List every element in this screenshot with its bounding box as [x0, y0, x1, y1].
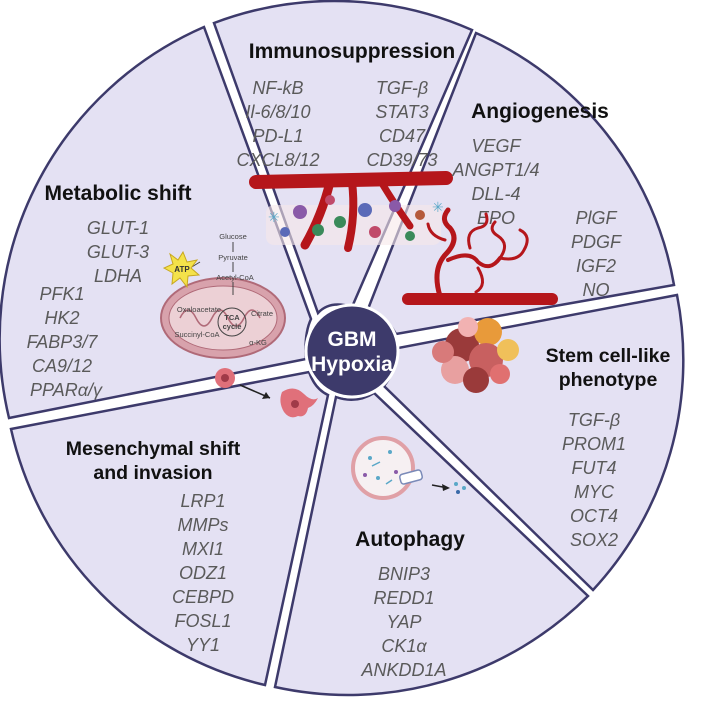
gene-label: PD-L1	[252, 126, 303, 146]
pathway-label: cycle	[223, 322, 242, 331]
metabolic-title: Metabolic shift	[44, 182, 191, 205]
stem-cell-title-line2: phenotype	[559, 369, 658, 391]
mesenchymal-title-line1: Mesenchymal shift	[66, 438, 241, 460]
gene-label: TGF-β	[376, 78, 428, 98]
pathway-label: Succinyl-CoA	[174, 330, 219, 339]
gene-label: ANGPT1/4	[451, 160, 539, 180]
pathway-label: Oxaloacetate	[177, 305, 221, 314]
pathway-label: Glucose	[219, 232, 247, 241]
gene-label: REDD1	[373, 588, 434, 608]
gene-label: BNIP3	[378, 564, 430, 584]
gene-label: MMPs	[178, 515, 229, 535]
gene-label: ODZ1	[179, 563, 227, 583]
angiogenesis-title: Angiogenesis	[471, 100, 609, 123]
gene-label: TGF-β	[568, 410, 620, 430]
segment-immunosuppression	[212, 0, 474, 316]
autophagosome-illustration	[351, 436, 466, 500]
svg-text:✳: ✳	[268, 210, 280, 226]
mesenchymal-title-line2: and invasion	[93, 462, 212, 484]
stem-cell-title-line1: Stem cell-like	[546, 345, 671, 367]
gene-label: NO	[583, 280, 610, 300]
gene-label: FUT4	[572, 458, 617, 478]
gene-label: CXCL8/12	[236, 150, 319, 170]
center-circle	[304, 303, 400, 399]
stem-cell-cluster-illustration	[432, 317, 519, 393]
gene-label: STAT3	[375, 102, 428, 122]
gene-label: NF-kB	[253, 78, 304, 98]
gene-label: PlGF	[575, 208, 617, 228]
atp-starburst-icon: ATP	[162, 250, 201, 289]
gene-label: VEGF	[471, 136, 521, 156]
atp-label: ATP	[174, 265, 190, 274]
svg-text:✳: ✳	[432, 200, 444, 216]
gene-label: LRP1	[180, 491, 225, 511]
gene-label: PROM1	[562, 434, 626, 454]
gene-label: MXI1	[182, 539, 224, 559]
gene-label: CA9/12	[32, 356, 92, 376]
center-label-line2: Hypoxia	[311, 353, 393, 376]
gene-label: CK1α	[381, 636, 427, 656]
autophagy-title: Autophagy	[355, 528, 465, 551]
gene-label: PFK1	[39, 284, 84, 304]
gene-label: PPARα/γ	[30, 380, 103, 400]
gene-label: CD47	[379, 126, 426, 146]
center-label-line1: GBM	[328, 328, 377, 351]
pathway-label: TCA	[224, 313, 240, 322]
immunosuppression-title: Immunosuppression	[249, 40, 456, 63]
gene-label: ANKDD1A	[360, 660, 446, 680]
gene-label: MYC	[574, 482, 615, 502]
gene-label: FOSL1	[174, 611, 231, 631]
gene-label: LDHA	[94, 266, 142, 286]
gene-label: GLUT-1	[87, 218, 149, 238]
cell-migration-illustration	[215, 368, 318, 418]
pathway-label: Pyruvate	[218, 253, 248, 262]
gene-label: HK2	[44, 308, 79, 328]
gene-label: FABP3/7	[27, 332, 99, 352]
gene-label: CD39/73	[366, 150, 437, 170]
gene-label: PDGF	[571, 232, 622, 252]
pathway-label: Citrate	[251, 309, 273, 318]
gene-label: CEBPD	[172, 587, 234, 607]
pathway-label: Acetyl-CoA	[216, 273, 254, 282]
gene-label: YAP	[386, 612, 421, 632]
gene-label: Il-6/8/10	[245, 102, 310, 122]
mitochondrion-illustration	[160, 242, 286, 359]
gene-label: GLUT-3	[87, 242, 149, 262]
gene-label: IGF2	[576, 256, 616, 276]
gene-label: OCT4	[570, 506, 618, 526]
gene-label: YY1	[186, 635, 220, 655]
immune-vessel-illustration: ✳ ✳	[249, 171, 453, 252]
pathway-label: α-KG	[249, 338, 267, 347]
gene-label: SOX2	[570, 530, 618, 550]
angiogenesis-vessel-illustration	[402, 207, 558, 305]
segment-mesenchymal	[9, 370, 330, 687]
gene-label: DLL-4	[471, 184, 520, 204]
